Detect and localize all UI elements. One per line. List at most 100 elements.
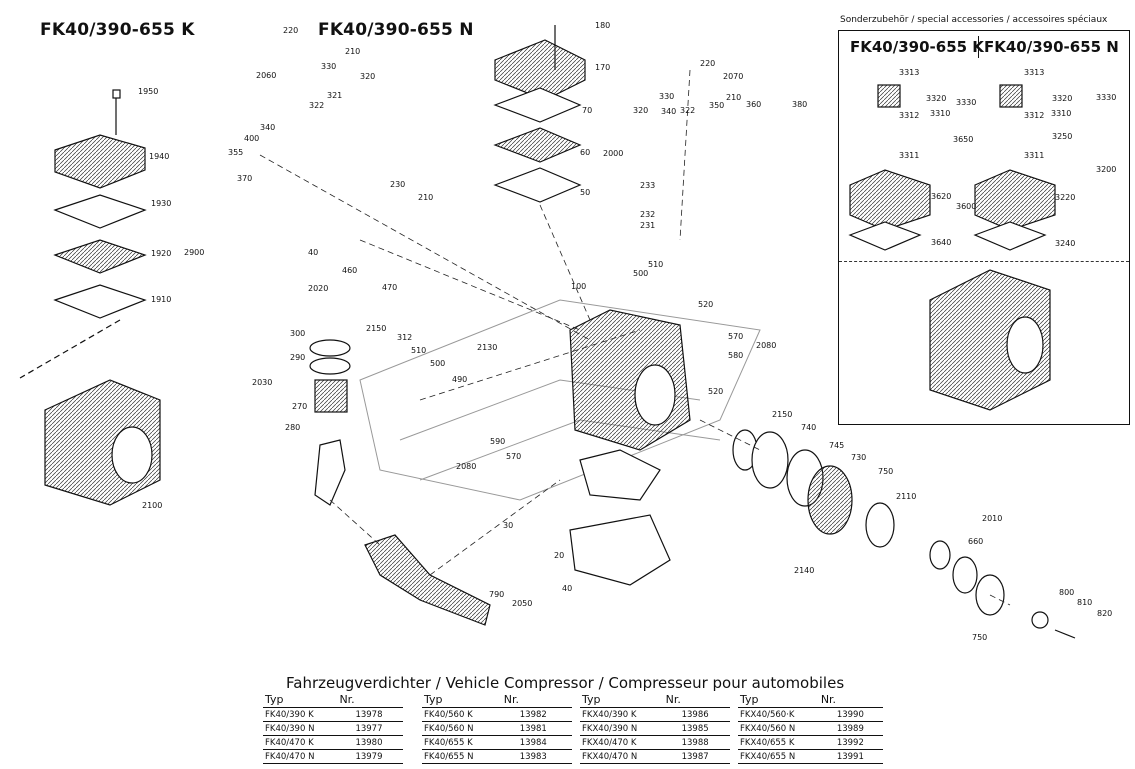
part-label: 220 bbox=[283, 26, 298, 35]
part-label: 210 bbox=[726, 93, 741, 102]
left-head-stack bbox=[19, 89, 161, 506]
part-label: 510 bbox=[648, 260, 663, 269]
part-label: 232 bbox=[640, 210, 655, 219]
acc-label-n: 3311 bbox=[1024, 151, 1044, 160]
part-label: 320 bbox=[633, 106, 648, 115]
part-label: 400 bbox=[244, 134, 259, 143]
title-n-variant: FK40/390-655 N bbox=[318, 20, 474, 40]
acc-label-n: 3310 bbox=[1051, 109, 1071, 118]
part-label: 2900 bbox=[184, 248, 204, 257]
part-label: 750 bbox=[972, 633, 987, 642]
acc-label-k: 3640 bbox=[931, 238, 951, 247]
part-label: 1950 bbox=[138, 87, 158, 96]
part-label: 321 bbox=[327, 91, 342, 100]
part-label: 340 bbox=[661, 107, 676, 116]
cell-nr: 13983 bbox=[501, 749, 572, 764]
acc-label-k: 3600 bbox=[956, 202, 976, 211]
accessories-box bbox=[838, 30, 1130, 425]
part-label: 100 bbox=[571, 282, 586, 291]
part-label: 2020 bbox=[308, 284, 328, 293]
part-label: 2030 bbox=[252, 378, 272, 387]
col-nr: Nr. bbox=[818, 693, 883, 708]
col-typ: Typ bbox=[422, 693, 502, 708]
cell-typ: FKX40/655 K bbox=[738, 735, 819, 750]
cell-nr: 13979 bbox=[337, 749, 403, 764]
part-label: 30 bbox=[503, 521, 513, 530]
exploded-view-diagram: 220 2060 210 330 320 321 322 340 400 355… bbox=[19, 21, 1116, 642]
acc-label-n: 3250 bbox=[1052, 132, 1072, 141]
col-nr: Nr. bbox=[337, 693, 403, 708]
acc-label-k: 3650 bbox=[953, 135, 973, 144]
title-k-variant: FK40/390-655 K bbox=[40, 20, 195, 40]
part-label: 322 bbox=[309, 101, 324, 110]
part-label: 380 bbox=[792, 100, 807, 109]
footer-title: Fahrzeugverdichter / Vehicle Compressor … bbox=[286, 674, 845, 692]
part-label: 2140 bbox=[794, 566, 814, 575]
cell-typ: FK40/470 N bbox=[263, 749, 338, 764]
part-label: 300 bbox=[290, 329, 305, 338]
part-label: 70 bbox=[582, 106, 592, 115]
part-label: 230 bbox=[390, 180, 405, 189]
part-label: 355 bbox=[228, 148, 243, 157]
part-label: 350 bbox=[709, 101, 724, 110]
cell-typ: FKX40/470 K bbox=[580, 735, 664, 750]
accessories-header: Sonderzubehör / special accessories / ac… bbox=[840, 15, 1108, 25]
part-label: 2070 bbox=[723, 72, 743, 81]
cell-typ: FK40/390 N bbox=[263, 721, 338, 736]
cell-nr: 13977 bbox=[337, 721, 403, 736]
accessories-n-title: FK40/390-655 N bbox=[984, 38, 1119, 56]
cell-typ: FKX40/560 N bbox=[738, 721, 819, 736]
part-label: 570 bbox=[728, 332, 743, 341]
part-label: 210 bbox=[345, 47, 360, 56]
acc-label-n: 3330 bbox=[1096, 93, 1116, 102]
part-label: 290 bbox=[290, 353, 305, 362]
part-label: 1910 bbox=[151, 295, 171, 304]
acc-label-k: 3330 bbox=[956, 98, 976, 107]
acc-label-k: 3312 bbox=[899, 111, 919, 120]
part-label: 660 bbox=[968, 537, 983, 546]
part-labels: 220 2060 210 330 320 321 322 340 400 355… bbox=[138, 21, 1112, 642]
cell-typ: FK40/560 K bbox=[422, 707, 502, 722]
part-label: 2080 bbox=[756, 341, 776, 350]
col-nr: Nr. bbox=[501, 693, 572, 708]
part-label: 2050 bbox=[512, 599, 532, 608]
part-label: 590 bbox=[490, 437, 505, 446]
part-label: 1920 bbox=[151, 249, 171, 258]
cell-nr: 13987 bbox=[663, 749, 730, 764]
part-label: 500 bbox=[633, 269, 648, 278]
part-label: 1940 bbox=[149, 152, 169, 161]
accessories-labels: 3313 3320 3330 3312 3310 3650 3311 3620 … bbox=[899, 68, 1116, 248]
part-label: 320 bbox=[360, 72, 375, 81]
part-label: 570 bbox=[506, 452, 521, 461]
part-label: 280 bbox=[285, 423, 300, 432]
accessories-divider bbox=[839, 261, 1129, 262]
acc-label-n: 3220 bbox=[1055, 193, 1075, 202]
part-label: 2130 bbox=[477, 343, 497, 352]
acc-label-k: 3311 bbox=[899, 151, 919, 160]
accessories-sketches bbox=[848, 84, 1056, 411]
col-typ: Typ bbox=[738, 693, 819, 708]
cell-nr: 13984 bbox=[501, 735, 572, 750]
acc-label-n: 3240 bbox=[1055, 239, 1075, 248]
cell-typ: FK40/655 N bbox=[422, 749, 502, 764]
cell-typ: FK40/560 N bbox=[422, 721, 502, 736]
part-label: 500 bbox=[430, 359, 445, 368]
part-label: 790 bbox=[489, 590, 504, 599]
part-label: 50 bbox=[580, 188, 590, 197]
part-label: 1930 bbox=[151, 199, 171, 208]
cell-typ: FKX40/390 N bbox=[580, 721, 664, 736]
cell-nr: 13981 bbox=[501, 721, 572, 736]
cell-typ: FKX40/390 K bbox=[580, 707, 664, 722]
part-label: 2150 bbox=[772, 410, 792, 419]
